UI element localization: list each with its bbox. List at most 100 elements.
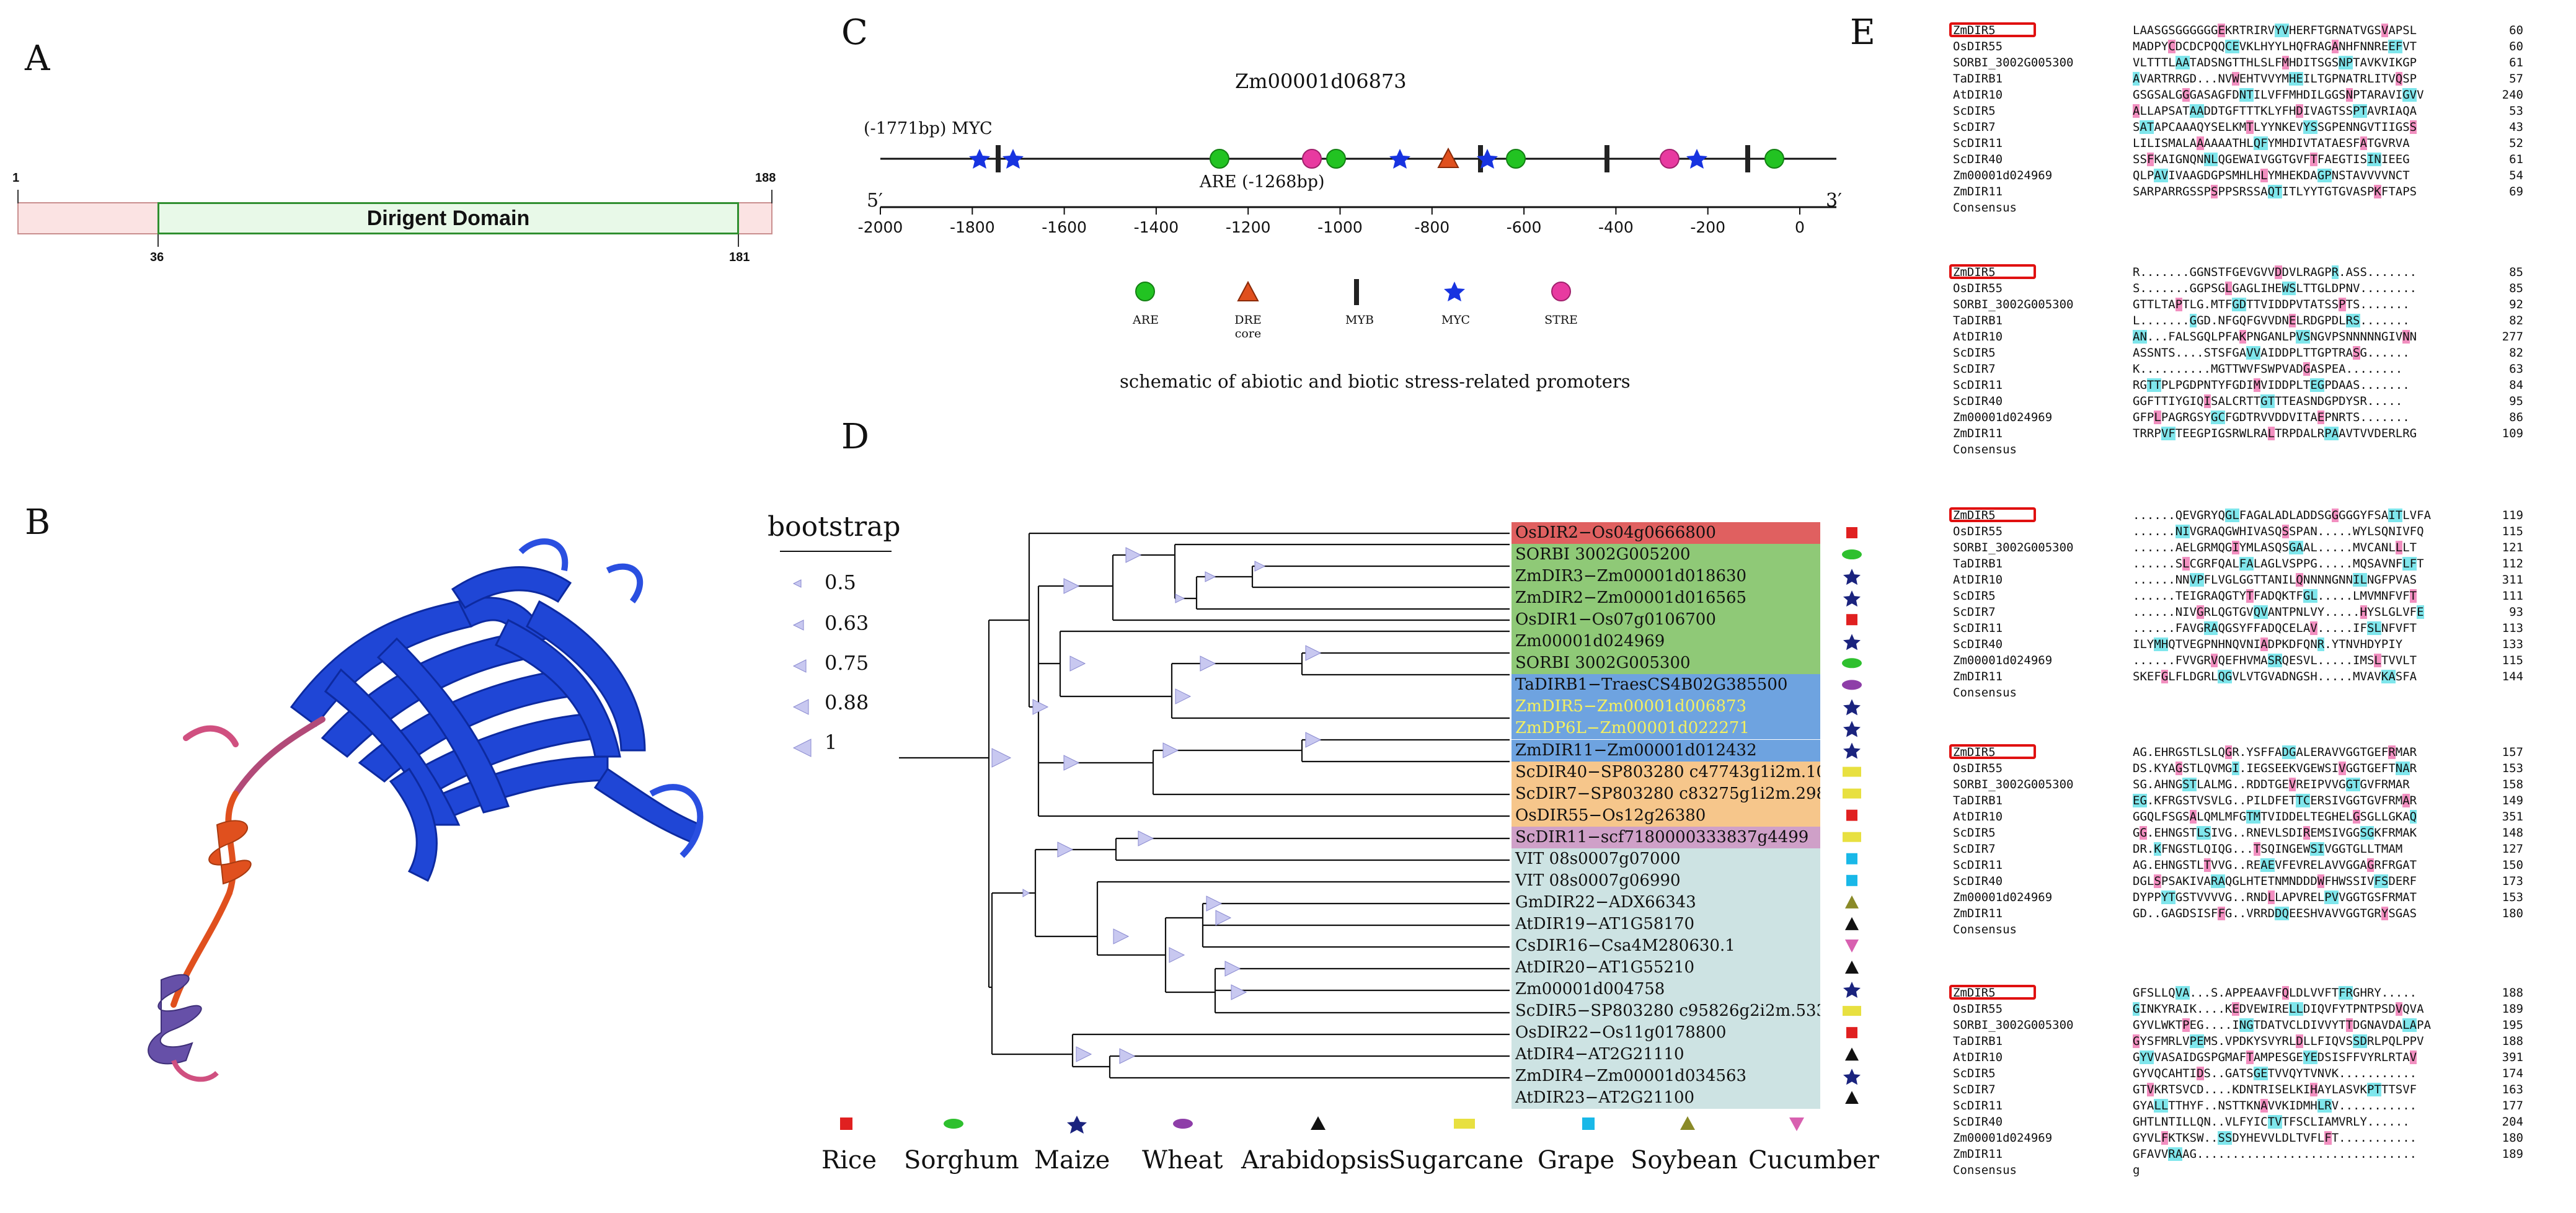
maize-icon xyxy=(1843,590,1861,607)
residue-count: 111 xyxy=(2502,589,2523,603)
residue-count: 240 xyxy=(2502,88,2523,102)
arabidopsis-icon xyxy=(1845,1091,1859,1104)
sequence-name: ScDIR5 xyxy=(1953,589,1996,603)
residue-count: 189 xyxy=(2502,1002,2523,1016)
sequence-name: ScDIR11 xyxy=(1953,858,2003,872)
are-marks xyxy=(1210,149,1784,169)
maize-icon xyxy=(1843,1069,1861,1085)
residue-count: 63 xyxy=(2509,362,2523,376)
sequence-residues: K..........MGTTWVFSWPVADGASPEA........ xyxy=(2133,362,2403,376)
residue-count: 93 xyxy=(2509,605,2523,619)
promoter-title: Zm00001d06873 xyxy=(1235,69,1407,93)
residue-count: 86 xyxy=(2509,411,2523,424)
sequence-name: Zm00001d024969 xyxy=(1953,891,2053,904)
sequence-residues: ......NIVGRAQGWHIVASQSSPAN.....WYLSQNIVF… xyxy=(2133,525,2424,538)
stre-legend-icon xyxy=(1551,282,1571,301)
sequence-residues: DYPPYTGSTVVVVG..RNDLLAPVRELPVVGGTGSFRMAT xyxy=(2133,891,2417,904)
axis-tick-label: -200 xyxy=(1690,218,1726,236)
sugarcane-icon xyxy=(1843,766,1861,777)
tree-tip-label: ZmDIR5−Zm00001d006873 xyxy=(1512,696,1820,718)
sequence-residues: QLPAVIVAAGDGPSMHLHLYMHEKDAGPNSTAVVVVNCT xyxy=(2133,169,2410,182)
sequence-name: AtDIR10 xyxy=(1953,573,2003,587)
sequence-residues: GGFTTIYGIQISALCRTTGTTTEASNDGPDYSR..... xyxy=(2133,394,2403,408)
panel-a-letter: A xyxy=(25,38,50,79)
sugarcane-icon xyxy=(1843,1006,1861,1016)
residue-count: 84 xyxy=(2509,378,2523,392)
residue-count: 109 xyxy=(2502,427,2523,440)
sequence-name: ScDIR7 xyxy=(1953,1083,1996,1096)
sequence-residues: EG.KFRGSTVSVLG..PILDFETTCERSIVGGTGVFRMAR xyxy=(2133,794,2417,807)
domain-end-tick xyxy=(738,234,739,247)
sorghum-icon xyxy=(1842,549,1862,560)
sequence-name: SORBI_3002G005300 xyxy=(1953,298,2074,311)
bootstrap-level: 0.5 xyxy=(825,571,856,594)
residue-count: 180 xyxy=(2502,907,2523,920)
start-label: 1 xyxy=(12,171,20,185)
axis-tick-label: 0 xyxy=(1795,218,1805,236)
residue-count: 311 xyxy=(2502,573,2523,587)
sequence-name: OsDIR55 xyxy=(1953,762,2003,775)
residue-count: 133 xyxy=(2502,638,2523,651)
soybean-icon xyxy=(1680,1116,1695,1130)
tree-tip-label: AtDIR19−AT1G58170 xyxy=(1512,913,1820,935)
legend-soybean: Soybean xyxy=(1631,1146,1738,1175)
tree-tip-label: AtDIR4−AT2G21110 xyxy=(1512,1044,1820,1066)
sequence-name: ScDIR5 xyxy=(1953,346,1996,360)
sequence-name: OsDIR55 xyxy=(1953,525,2003,538)
myc-marks xyxy=(969,149,1707,169)
residue-count: 189 xyxy=(2502,1147,2523,1161)
tree-tip-label: VIT 08s0007g06990 xyxy=(1512,869,1820,892)
axis-tick-label: -400 xyxy=(1598,218,1634,236)
tree-tip-label: OsDIR55−Os12g26380 xyxy=(1512,804,1820,827)
axis-tick-label: -1800 xyxy=(949,218,995,236)
sequence-name: ScDIR7 xyxy=(1953,362,1996,376)
legend-dre-label: DRE core xyxy=(1234,313,1262,340)
legend-wheat: Wheat xyxy=(1142,1146,1223,1175)
sequence-name: AtDIR10 xyxy=(1953,88,2003,102)
sequence-residues: L.......GGD.NFGQFGVVDNELRDGPDLRS....... xyxy=(2133,314,2410,327)
rice-icon xyxy=(840,1117,852,1130)
sequence-residues: GG.EHNGSTLSIVG..RNEVLSDIREMSIVGGSGKFRMAK xyxy=(2133,826,2417,840)
sequence-residues: ......TEIGRAQGTYTFADQKTFGL.....LMVMNFVFT xyxy=(2133,589,2417,603)
bootstrap-level: 0.75 xyxy=(825,651,869,675)
sequence-residues: ......NIVGRLQGTGVQVANTPNLVY.....HYSLGLVF… xyxy=(2133,605,2424,619)
tree-tip-label: OsDIR2−Os04g0666800 xyxy=(1512,522,1820,544)
rice-icon xyxy=(1846,527,1857,538)
sequence-residues: ......NNVPFLVGLGGTTANILQNNNNGNNILNGFPVAS xyxy=(2133,573,2417,587)
sequence-name: ScDIR40 xyxy=(1953,638,2003,651)
legend-myc-label: MYC xyxy=(1441,313,1471,327)
residue-count: 144 xyxy=(2502,670,2523,683)
sequence-residues: ASSNTS....STSFGAVVAIDDPLTTGPTRASG...... xyxy=(2133,346,2410,360)
legend-rice: Rice xyxy=(821,1146,877,1175)
sequence-residues: GHTLNTILLQN..VLFYICTVTFSCLIAMVRLY...... xyxy=(2133,1115,2410,1129)
residue-count: 188 xyxy=(2502,986,2523,1000)
tree-tip-label: ScDIR5−SP803280 c95826g2i2m.53392 xyxy=(1512,1000,1820,1023)
tip-species-icons xyxy=(1842,527,1862,1104)
sequence-name: ZmDIR5 xyxy=(1953,265,1996,279)
sequence-residues: DGLSPSAKIVARAQGLHTETNMNDDDWFHWSSIVFSDERF xyxy=(2133,874,2417,888)
sorghum-icon xyxy=(1842,658,1862,669)
sequence-residues: SG.AHNGSTLALMG..RDDTGEVREIPVVGGTGVFRMAR xyxy=(2133,778,2410,791)
wheat-icon xyxy=(1173,1119,1193,1129)
sequence-name: Zm00001d024969 xyxy=(1953,1131,2053,1145)
myc-position-label: (-1771bp) MYC xyxy=(864,119,993,138)
legend-are-label: ARE xyxy=(1133,313,1159,327)
sequence-residues: AG.EHNGSTLTVVG..REAEVFEVRELAVVGGAGRFRGAT xyxy=(2133,858,2417,872)
tree-tip-label: ZmDIR4−Zm00001d034563 xyxy=(1512,1065,1820,1088)
sequence-name: ZmDIR5 xyxy=(1953,745,1996,759)
sequence-name: Consensus xyxy=(1953,443,2017,456)
sequence-residues: AN...FALSGQLPFAKPNGANLPVSNGVPSNNNNNGIVNN xyxy=(2133,330,2417,344)
promoter-schematic xyxy=(880,145,1836,215)
residue-count: 177 xyxy=(2502,1099,2523,1113)
residue-count: 180 xyxy=(2502,1131,2523,1145)
dre-core-mark xyxy=(1437,147,1459,168)
sequence-name: OsDIR55 xyxy=(1953,1002,2003,1016)
dirigent-domain-box: Dirigent Domain xyxy=(157,202,739,234)
axis-tick-label: -2000 xyxy=(857,218,903,236)
axis-tick-label: -800 xyxy=(1414,218,1450,236)
tree-tip-label: ScDIR40−SP803280 c47743g1i2m.10534 xyxy=(1512,761,1820,783)
start-tick xyxy=(17,190,19,203)
legend-sorghum: Sorghum xyxy=(904,1146,1019,1175)
residue-count: 153 xyxy=(2502,891,2523,904)
residue-count: 60 xyxy=(2509,40,2523,53)
